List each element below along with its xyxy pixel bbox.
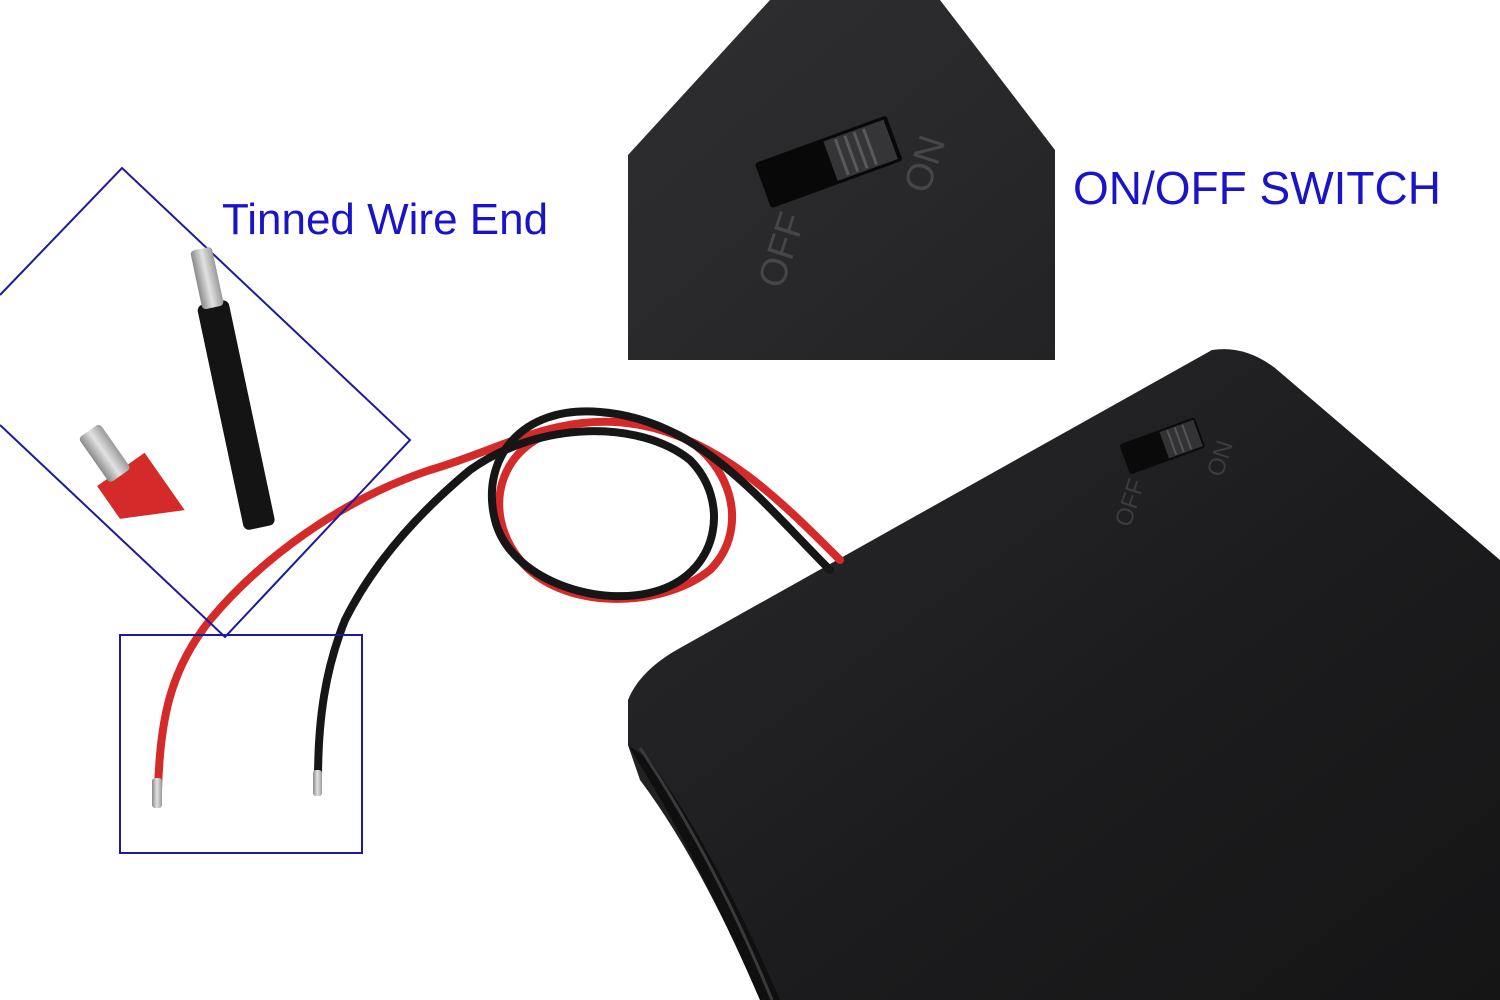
wire-leads xyxy=(154,407,844,794)
tinned-wire-callout xyxy=(0,166,412,639)
battery-holder xyxy=(628,349,1500,1000)
battery-holder-body xyxy=(628,349,1500,1000)
battery-holder-edge xyxy=(628,745,780,1000)
closeup-black-tip xyxy=(190,247,224,310)
switch-closeup-inset: OFF ON xyxy=(628,0,1055,360)
on-off-switch-label: ON/OFF SWITCH xyxy=(1073,162,1441,214)
tinned-wire-end-label: Tinned Wire End xyxy=(222,195,549,244)
closeup-red-tip xyxy=(79,424,130,482)
wire-end-frame xyxy=(119,634,363,854)
closeup-black-lead xyxy=(197,300,275,530)
battery-holder-lid-seam xyxy=(638,747,774,1000)
black-wire xyxy=(314,407,834,784)
tinned-tips xyxy=(152,770,322,808)
closeup-red-lead xyxy=(97,452,185,519)
